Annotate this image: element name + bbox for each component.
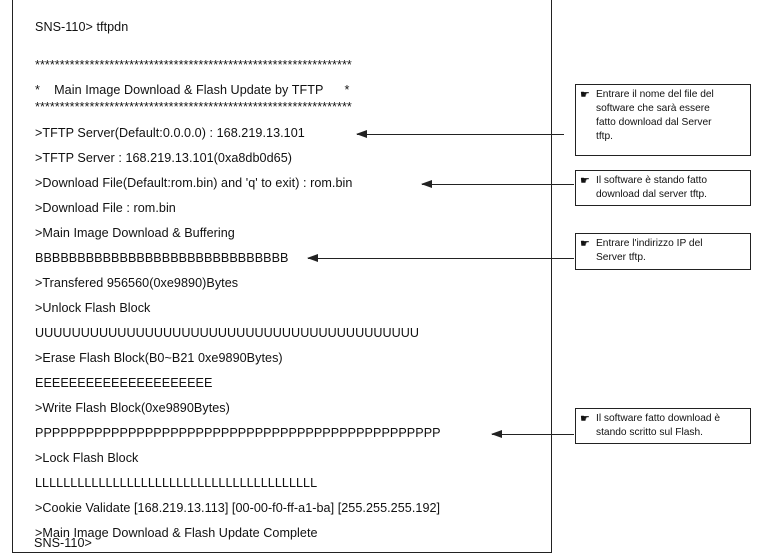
callout-text-line: download dal server tftp. xyxy=(596,189,707,200)
output-line-lock: >Lock Flash Block xyxy=(35,451,139,465)
pointing-hand-icon: ☛ xyxy=(580,413,590,425)
output-line-unlock-progress: UUUUUUUUUUUUUUUUUUUUUUUUUUUUUUUUUUUUUUUU… xyxy=(35,326,420,340)
output-line-complete: >Main Image Download & Flash Update Comp… xyxy=(35,526,318,540)
output-line-write: >Write Flash Block(0xe9890Bytes) xyxy=(35,401,230,415)
output-line-lock-progress: LLLLLLLLLLLLLLLLLLLLLLLLLLLLLLLLLLLLLLLL xyxy=(35,476,318,490)
output-line-unlock: >Unlock Flash Block xyxy=(35,301,151,315)
final-prompt: SNS-110> xyxy=(34,536,92,550)
output-line-transferred: >Transfered 956560(0xe9890)Bytes xyxy=(35,276,239,290)
callout-text-line: stando scritto sul Flash. xyxy=(596,427,704,438)
arrow-download-file xyxy=(421,180,574,188)
callout-text-line: tftp. xyxy=(596,131,613,142)
arrow-buffering xyxy=(307,254,574,262)
output-line-tftp-server: >TFTP Server : 168.219.13.101(0xa8db0d65… xyxy=(35,151,293,165)
callout-text-line: Entrare l'indirizzo IP del xyxy=(596,238,703,249)
callout-text-line: software che sarà essere xyxy=(596,103,710,114)
output-line-download-file-input: >Download File(Default:rom.bin) and 'q' … xyxy=(35,176,353,190)
callout-text-line: Il software è stando fatto xyxy=(596,175,707,186)
terminal-console: SNS-110> tftpdn ************************… xyxy=(12,0,552,553)
banner-border-top: ****************************************… xyxy=(35,58,352,72)
output-line-erase: >Erase Flash Block(B0~B21 0xe9890Bytes) xyxy=(35,351,283,365)
output-line-tftp-server-input: >TFTP Server(Default:0.0.0.0) : 168.219.… xyxy=(35,126,305,140)
output-line-write-progress: PPPPPPPPPPPPPPPPPPPPPPPPPPPPPPPPPPPPPPPP… xyxy=(35,426,441,440)
banner-border-bottom: ****************************************… xyxy=(35,100,352,114)
prompt-line: SNS-110> tftpdn xyxy=(35,20,129,34)
arrow-write-flash xyxy=(491,430,574,438)
callout-text-line: fatto download dal Server xyxy=(596,117,712,128)
pointing-hand-icon: ☛ xyxy=(580,89,590,101)
output-line-buffering: >Main Image Download & Buffering xyxy=(35,226,235,240)
callout-text-line: Il software fatto download è xyxy=(596,413,721,424)
callout-filename: ☛ Entrare il nome del file del software … xyxy=(575,84,751,156)
output-line-cookie-validate: >Cookie Validate [168.219.13.113] [00-00… xyxy=(35,501,441,515)
output-line-buffer-progress: BBBBBBBBBBBBBBBBBBBBBBBBBBBBBB xyxy=(35,251,289,265)
arrow-tftp-server xyxy=(356,130,564,138)
callout-writing-flash: ☛ Il software fatto download è stando sc… xyxy=(575,408,751,444)
output-line-download-file: >Download File : rom.bin xyxy=(35,201,176,215)
pointing-hand-icon: ☛ xyxy=(580,238,590,250)
callout-text-line: Entrare il nome del file del xyxy=(596,89,714,100)
callout-ip-address: ☛ Entrare l'indirizzo IP del Server tftp… xyxy=(575,233,751,270)
callout-downloading: ☛ Il software è stando fatto download da… xyxy=(575,170,751,206)
output-line-erase-progress: EEEEEEEEEEEEEEEEEEEEE xyxy=(35,376,213,390)
callout-text-line: Server tftp. xyxy=(596,252,646,263)
banner-title: * Main Image Download & Flash Update by … xyxy=(35,83,350,97)
pointing-hand-icon: ☛ xyxy=(580,175,590,187)
